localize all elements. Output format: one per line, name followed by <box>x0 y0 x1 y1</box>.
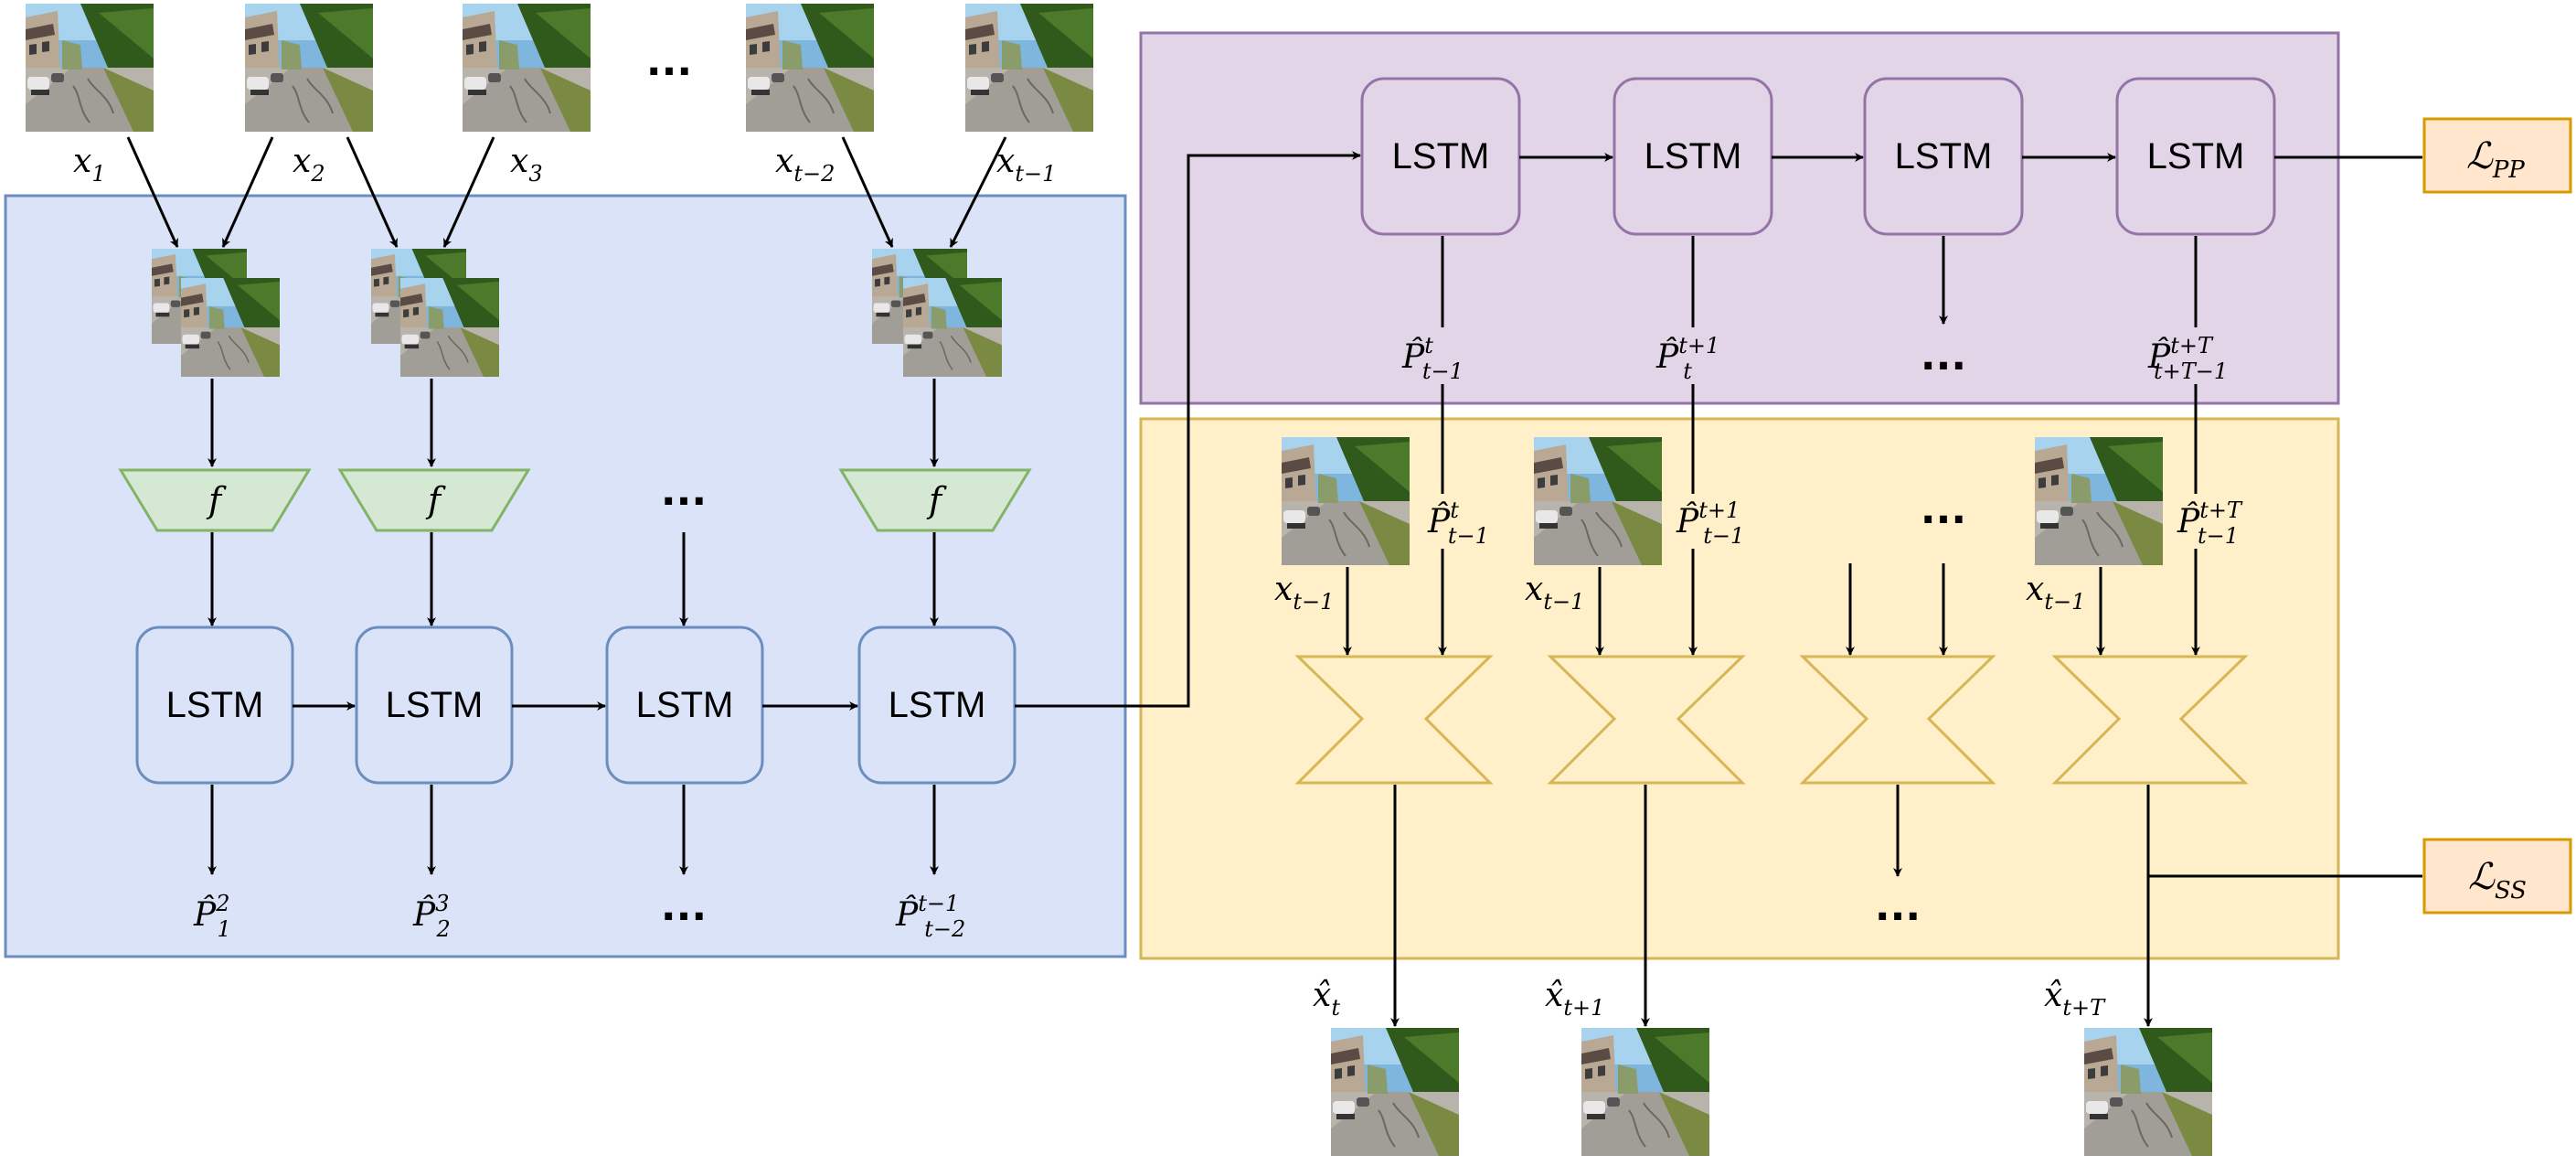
context-frame-3 <box>2035 437 2163 565</box>
svg-text:LSTM: LSTM <box>166 685 264 725</box>
synth-frame-input-1: xt−1 <box>1274 571 1334 615</box>
svg-text:ℒPP: ℒPP <box>2466 135 2525 184</box>
svg-text:LSTM: LSTM <box>1392 136 1490 177</box>
svg-text:LSTM: LSTM <box>889 685 986 725</box>
synthesis-input-ellipsis: ... <box>1921 487 1966 533</box>
svg-text:LSTM: LSTM <box>1895 136 1993 177</box>
svg-text:LSTM: LSTM <box>2147 136 2245 177</box>
loss-ss: ℒSS <box>2422 838 2572 915</box>
input-frame-x2 <box>245 4 373 132</box>
synthesizer-3 <box>1799 655 1996 785</box>
encoder-output-ellipsis: ... <box>661 883 707 930</box>
synthesis-output-ellipsis: ... <box>1875 883 1921 930</box>
input-ellipsis: ... <box>646 38 692 85</box>
generated-frame-g1 <box>1331 1028 1459 1156</box>
encoder-lstm-3: LSTM <box>605 626 764 785</box>
svg-text:ℒSS: ℒSS <box>2468 856 2527 904</box>
predictor-lstm-1: LSTM <box>1360 77 1521 236</box>
encoder-lstm-4: LSTM <box>857 626 1017 785</box>
synth-frame-input-3: xt−1 <box>2026 571 2085 615</box>
loss-pp: ℒPP <box>2422 117 2572 194</box>
synth-frame-input-2: xt−1 <box>1525 571 1584 615</box>
encoder-f-1: f <box>118 468 312 532</box>
predictor-lstm-2: LSTM <box>1613 77 1773 236</box>
input-frame-x1 <box>26 4 154 132</box>
svg-text:LSTM: LSTM <box>636 685 734 725</box>
predictor-lstm-3: LSTM <box>1863 77 2024 236</box>
input-frame-xt1 <box>965 4 1093 132</box>
encoder-ellipsis: ... <box>661 468 707 515</box>
context-frame-2 <box>1534 437 1662 565</box>
input-label-xt1: xt−1 <box>996 143 1056 187</box>
predictor-lstm-4: LSTM <box>2115 77 2276 236</box>
predictor-output-ellipsis: ... <box>1921 333 1966 380</box>
input-label-x1: x1 <box>73 143 106 187</box>
synthesizer-4 <box>2051 655 2249 785</box>
svg-text:LSTM: LSTM <box>386 685 484 725</box>
encoder-f-3: f <box>838 468 1032 532</box>
input-label-x3: x3 <box>510 143 543 187</box>
synthesizer-1 <box>1294 655 1494 785</box>
generated-label-g1: x̂t <box>1313 977 1340 1021</box>
generated-frame-g2 <box>1581 1028 1709 1156</box>
encoder-lstm-2: LSTM <box>355 626 514 785</box>
context-frame-1 <box>1282 437 1410 565</box>
synthesizer-2 <box>1547 655 1746 785</box>
input-frame-x3 <box>463 4 591 132</box>
encoder-f-2: f <box>337 468 531 532</box>
generated-frame-g3 <box>2084 1028 2212 1156</box>
input-label-x2: x2 <box>293 143 325 187</box>
encoder-lstm-1: LSTM <box>135 626 294 785</box>
svg-text:LSTM: LSTM <box>1645 136 1742 177</box>
input-label-xt2: xt−2 <box>775 143 835 187</box>
input-frame-xt2 <box>746 4 874 132</box>
generated-label-g2: x̂t+1 <box>1545 977 1604 1021</box>
generated-label-g3: x̂t+T <box>2044 977 2106 1021</box>
